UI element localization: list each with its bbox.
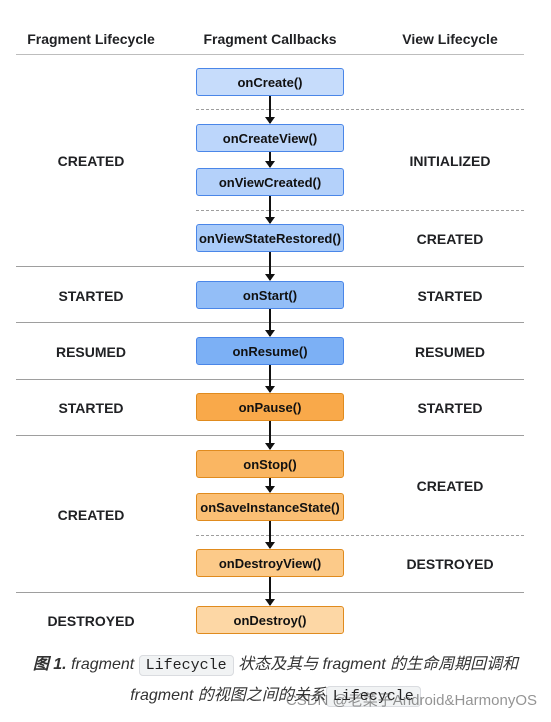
fragment-state-created: CREATED xyxy=(57,507,125,523)
flow-arrow xyxy=(265,96,275,124)
flow-arrow xyxy=(265,521,275,549)
flow-arrow xyxy=(265,577,275,606)
callback-on-destroy-view: onDestroyView() xyxy=(196,549,344,577)
caption-text: 状态及其与 fragment 的生命周期回调和 fragment 的视图之间的关… xyxy=(130,656,519,704)
view-band-divider xyxy=(196,535,524,536)
caption-text: fragment xyxy=(66,656,139,673)
callback-on-view-created: onViewCreated() xyxy=(196,168,344,196)
view-state-started: STARTED xyxy=(417,288,483,304)
watermark: CSDN @老菜子Android&HarmonyOS xyxy=(285,692,537,709)
view-state-created: CREATED xyxy=(416,231,484,247)
fragment-lifecycle-header: Fragment Lifecycle xyxy=(27,31,155,47)
lifecycle-code: Lifecycle xyxy=(138,655,234,676)
view-state-initialized: INITIALIZED xyxy=(409,153,491,169)
callback-on-save-instance-state: onSaveInstanceState() xyxy=(196,493,344,521)
callback-on-start: onStart() xyxy=(196,281,344,309)
flow-arrow xyxy=(265,478,275,493)
flow-arrow xyxy=(265,196,275,224)
fragment-state-created: CREATED xyxy=(57,153,125,169)
lifecycle-code: Lifecycle xyxy=(325,686,421,707)
flow-arrow xyxy=(265,365,275,393)
view-state-destroyed: DESTROYED xyxy=(406,556,494,572)
flow-arrow xyxy=(265,252,275,281)
header-divider xyxy=(16,54,524,55)
view-state-created: CREATED xyxy=(416,478,484,494)
fragment-callbacks-header: Fragment Callbacks xyxy=(203,31,337,47)
figure-label: 图 1. xyxy=(32,656,67,673)
callback-on-create: onCreate() xyxy=(196,68,344,96)
fragment-state-started: STARTED xyxy=(58,288,124,304)
fragment-state-destroyed: DESTROYED xyxy=(47,613,135,629)
callback-on-view-state-restored: onViewStateRestored() xyxy=(196,224,344,252)
view-state-resumed: RESUMED xyxy=(414,344,485,360)
view-band-divider xyxy=(196,109,524,110)
callback-on-pause: onPause() xyxy=(196,393,344,421)
view-lifecycle-header: View Lifecycle xyxy=(402,31,498,47)
view-state-started: STARTED xyxy=(417,400,483,416)
figure-caption: 图 1. fragment Lifecycle 状态及其与 fragment 的… xyxy=(0,650,551,712)
flow-arrow xyxy=(265,309,275,337)
fragment-state-resumed: RESUMED xyxy=(55,344,126,360)
callback-on-create-view: onCreateView() xyxy=(196,124,344,152)
fragment-state-started: STARTED xyxy=(58,400,124,416)
callback-on-destroy: onDestroy() xyxy=(196,606,344,634)
flow-arrow xyxy=(265,152,275,168)
flow-arrow xyxy=(265,421,275,450)
callback-on-stop: onStop() xyxy=(196,450,344,478)
view-band-divider xyxy=(196,210,524,211)
callback-on-resume: onResume() xyxy=(196,337,344,365)
